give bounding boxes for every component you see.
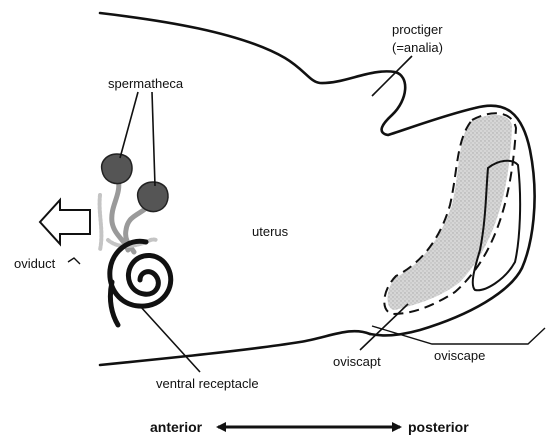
label-ventral-receptacle: ventral receptacle [156,376,259,391]
label-oviscape: oviscape [434,348,485,363]
oviduct-leader [68,258,80,264]
ventral-receptacle-leader [140,306,200,372]
body-outline-bottom [100,331,370,365]
spermatheca-leader-left [120,92,138,158]
label-spermatheca: spermatheca [108,76,184,91]
oviduct-arrow [40,200,90,244]
label-proctiger: proctiger [392,22,443,37]
label-posterior: posterior [408,419,469,435]
spermatheca-leader-right [152,92,155,186]
label-uterus: uterus [252,224,289,239]
spermatheca-capsule-right [138,182,168,212]
label-proctiger-alias: (=analia) [392,40,443,55]
label-oviduct: oviduct [14,256,56,271]
ventral-receptacle-coil [110,241,171,325]
oviscapt-shading [388,115,513,310]
oviscapt-leader [360,304,408,350]
spermatheca-capsule-left [102,154,132,184]
label-oviscapt: oviscapt [333,354,381,369]
label-anterior: anterior [150,419,203,435]
